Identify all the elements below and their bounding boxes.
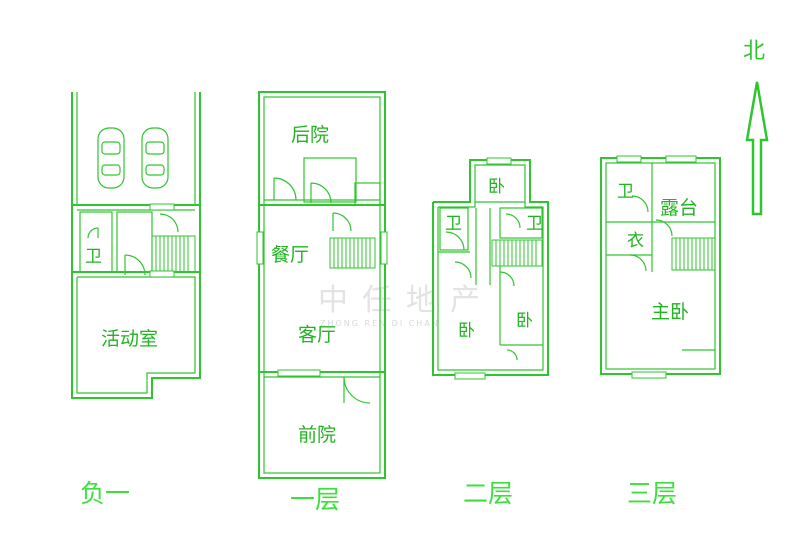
room-f3-master-label: 主卧	[651, 301, 689, 323]
room-f2-bath-right-label: 卫	[526, 214, 543, 234]
room-f3-closet-label: 衣	[627, 231, 644, 251]
room-f1-frontyard-label: 前院	[298, 424, 336, 446]
room-f1-dining-label: 餐厅	[271, 244, 309, 266]
floor-2-name: 二层	[463, 479, 513, 508]
floor-b1-plan: 卫 活动室	[71, 92, 201, 399]
room-f1-backyard-label: 后院	[291, 124, 329, 146]
watermark: 中任地产 ZHONG REN DI CHAN	[318, 283, 494, 328]
north-arrow-icon	[745, 81, 769, 216]
car-icon	[141, 127, 169, 189]
room-f2-bed-right-label: 卧	[516, 311, 533, 331]
north-indicator: 北	[743, 39, 769, 216]
floor-3-plan: 卫 露台 衣 主卧	[600, 155, 721, 379]
floor-2-plan: 卧 卫 卫 卧 卧	[432, 157, 549, 380]
floor-1-plan: 后院 餐厅 客厅 前院	[256, 91, 388, 479]
room-b1-activity-label: 活动室	[101, 328, 158, 350]
car-icon	[97, 127, 125, 189]
room-f3-bath-label: 卫	[617, 182, 634, 202]
north-label: 北	[743, 39, 765, 64]
watermark-subtext: ZHONG REN DI CHAN	[320, 319, 440, 328]
floor-3-name: 三层	[627, 479, 677, 508]
room-f2-bath-left-label: 卫	[445, 214, 462, 234]
floor-b1-name: 负一	[80, 479, 130, 508]
room-b1-bath-label: 卫	[85, 247, 102, 267]
room-f2-bed-top-label: 卧	[488, 177, 505, 197]
room-f3-terrace-label: 露台	[660, 197, 698, 219]
floor-1-name: 一层	[290, 485, 340, 514]
room-f1-living-label: 客厅	[298, 324, 336, 346]
room-f2-bed-left-label: 卧	[458, 321, 475, 341]
watermark-text: 中任地产	[318, 283, 494, 318]
